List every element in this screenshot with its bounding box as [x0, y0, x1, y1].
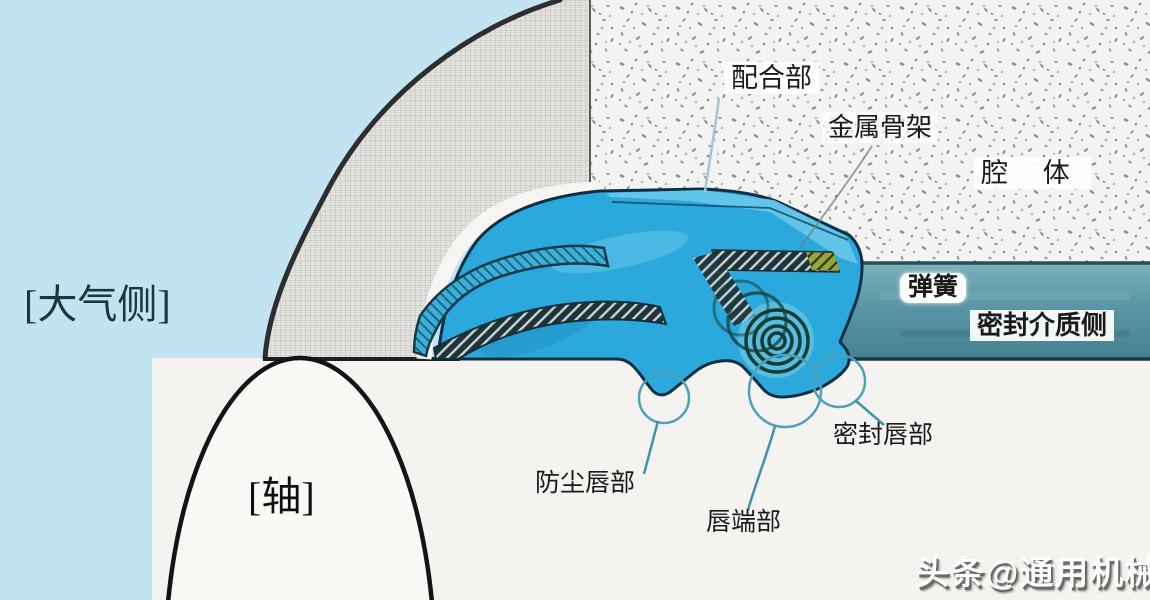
lip-end-circle — [747, 353, 823, 429]
label-metal-frame: 金属骨架 — [822, 112, 939, 144]
label-medium-side: 密封介质侧 — [970, 310, 1115, 342]
label-cavity: 腔 体 — [974, 157, 1091, 190]
housing-dome — [262, 0, 591, 361]
annotation-circles — [637, 353, 867, 429]
dust-lip-circle — [637, 371, 691, 425]
label-shaft: [轴] — [248, 474, 315, 519]
spring-coil-inner — [767, 331, 787, 351]
label-spring: 弹簧 — [900, 273, 967, 304]
label-dust-lip: 防尘唇部 — [535, 470, 636, 497]
metal-insert-upper — [412, 244, 610, 358]
dust-lip-leader — [642, 420, 660, 475]
lip-end-leader — [746, 425, 777, 511]
seal-lip-leader — [854, 399, 885, 426]
label-atmosphere-side: [大气侧] — [24, 282, 171, 327]
seal-lip-circle — [811, 353, 867, 409]
gasket-strip — [806, 252, 840, 271]
label-lip-end: 唇端部 — [706, 509, 782, 536]
watermark-text: 头条@通用机械 — [916, 554, 1150, 591]
label-seal-lip: 密封唇部 — [833, 422, 934, 449]
leader-lines — [642, 97, 885, 511]
metal-insert-flange — [432, 300, 668, 360]
spring-coil-outer — [744, 308, 810, 374]
housing-outer-edge — [262, 0, 563, 361]
seal-body — [412, 187, 864, 399]
label-fitting-part: 配合部 — [724, 62, 819, 95]
shaft-ellipse — [166, 355, 434, 600]
metal-frame-leader — [798, 145, 873, 250]
garter-spring — [693, 252, 814, 378]
seal-top-face — [606, 190, 858, 264]
fitting-leader — [703, 97, 721, 193]
